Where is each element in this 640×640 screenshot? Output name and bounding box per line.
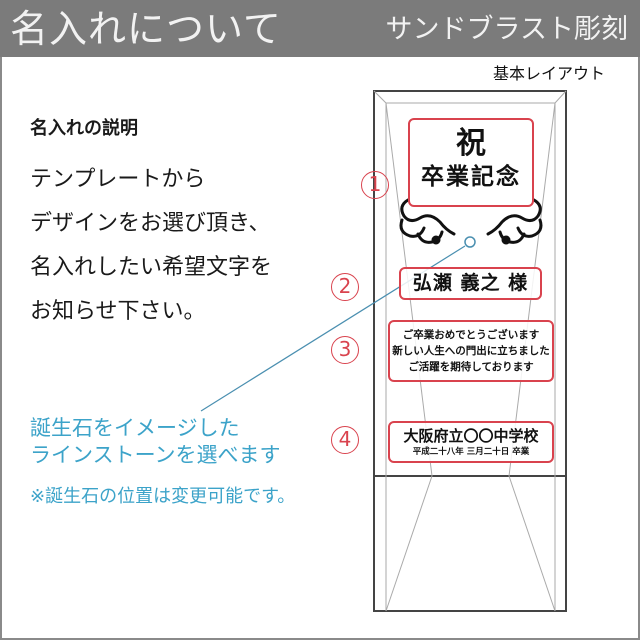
- page-subtitle: サンドブラスト彫刻: [385, 14, 628, 45]
- plate-message-line: 新しい人生への門出に立ちました: [392, 345, 550, 357]
- marker-3: 3: [331, 336, 359, 364]
- rhinestone-note-line: ラインストーンを選べます: [30, 443, 281, 467]
- marker-1: 1: [361, 171, 389, 199]
- description-heading: 名入れの説明: [30, 118, 138, 139]
- description-line: お知らせ下さい。: [30, 299, 206, 324]
- layout-label: 基本レイアウト: [493, 64, 606, 83]
- ornament-left-icon: [399, 198, 456, 245]
- plate-name: 弘瀬 義之 様: [399, 267, 542, 300]
- marker-4: 4: [331, 426, 359, 454]
- description-text: テンプレートから デザインをお選び頂き、 名入れしたい希望文字を お知らせ下さい…: [30, 158, 272, 334]
- plate-school-name: 大阪府立〇〇中学校: [403, 427, 539, 445]
- plate-title-sub: 卒業記念: [421, 163, 521, 190]
- rhinestone-note-line: 誕生石をイメージした: [30, 416, 240, 440]
- rhinestone-footnote: ※誕生石の位置は変更可能です。: [30, 486, 296, 507]
- page-title: 名入れについて: [10, 7, 282, 51]
- rhinestone-note: 誕生石をイメージした ラインストーンを選べます: [30, 415, 281, 469]
- plate-school: 大阪府立〇〇中学校 平成二十八年 三月二十日 卒業: [388, 421, 554, 463]
- marker-2: 2: [331, 273, 359, 301]
- header-bar: 名入れについて サンドブラスト彫刻: [0, 0, 640, 57]
- plate-school-date: 平成二十八年 三月二十日 卒業: [412, 447, 530, 457]
- plate-title: 祝 卒業記念: [408, 118, 534, 207]
- plate-message-line: ご卒業おめでとうございます: [402, 329, 540, 341]
- plate-message: ご卒業おめでとうございます 新しい人生への門出に立ちました ご活躍を期待しており…: [388, 320, 554, 382]
- description-line: 名入れしたい希望文字を: [30, 255, 273, 280]
- ornament-right-icon: [486, 198, 543, 245]
- description-line: デザインをお選び頂き、: [30, 211, 271, 236]
- rhinestone-marker-icon: [464, 236, 476, 248]
- description-line: テンプレートから: [30, 167, 206, 192]
- plate-title-main: 祝: [456, 126, 486, 161]
- plate-message-line: ご活躍を期待しております: [408, 361, 534, 373]
